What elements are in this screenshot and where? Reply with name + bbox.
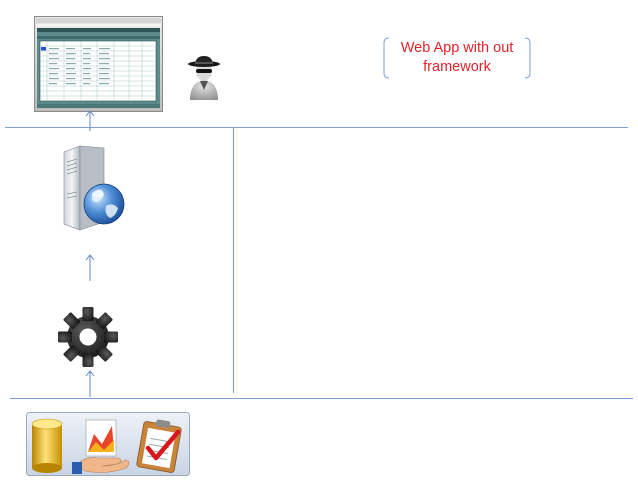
arrow-server-to-browser [85,110,95,131]
browser-window-screenshot-icon [34,16,163,112]
spy-hacker-icon [186,56,222,100]
arrow-gear-to-server [85,254,95,281]
database-report-checklist-icon [26,412,190,478]
callout-text: Web App with out framework [383,39,531,77]
vertical-divider-line [233,127,234,393]
top-divider-line [5,127,628,128]
callout-line-1: Web App with out [400,40,514,56]
callout-line-2: framework [423,59,491,75]
gear-icon [57,306,119,368]
web-app-callout: Web App with out framework [383,37,531,79]
bottom-divider-line [10,398,633,399]
arrow-data-to-gear [85,370,95,397]
web-server-globe-icon [56,144,128,232]
